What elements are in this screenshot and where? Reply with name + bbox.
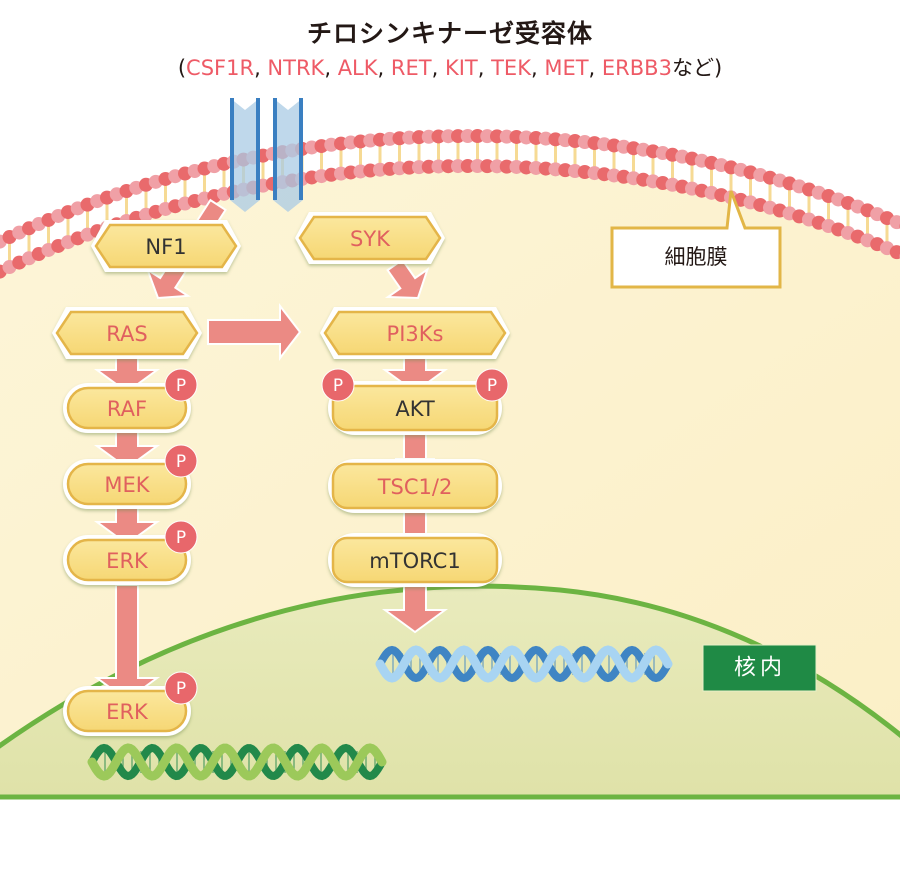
signaling-pathway-diagram: チロシンキナーゼ受容体 (CSF1R, NTRK, ALK, RET, KIT,… (0, 0, 900, 797)
gene-erbb3: ERBB3 (602, 56, 672, 80)
nucleus-label: 核内 (734, 656, 786, 681)
gene-separator: , (254, 56, 267, 80)
receptor-subunit-left (230, 98, 260, 212)
gene-separator: , (432, 56, 445, 80)
phospho-label: P (487, 376, 497, 396)
node-label: ERK (106, 700, 149, 724)
node-syk: SYK (295, 212, 445, 264)
node-label: NF1 (145, 235, 186, 259)
node-mtorc1: mTORC1 (328, 533, 502, 587)
gene-separator: , (378, 56, 391, 80)
node-pi3ks: PI3Ks (320, 307, 510, 359)
gene-ret: RET (391, 56, 432, 80)
phospho-badge: P (165, 445, 197, 477)
phospho-label: P (176, 679, 186, 699)
gene-list: CSF1R, NTRK, ALK, RET, KIT, TEK, MET, ER… (186, 56, 672, 80)
receptor-examples: (CSF1R, NTRK, ALK, RET, KIT, TEK, MET, E… (0, 52, 900, 82)
gene-ntrk: NTRK (267, 56, 324, 80)
node-label: SYK (350, 227, 391, 251)
membrane-label: 細胞膜 (665, 245, 728, 269)
phospho-label: P (176, 452, 186, 472)
phospho-badge: P (165, 672, 197, 704)
gene-tek: TEK (491, 56, 531, 80)
phospho-badge: P (165, 521, 197, 553)
gene-csf1r: CSF1R (186, 56, 254, 80)
receptor-subunit-right (273, 98, 303, 212)
gene-met: MET (544, 56, 588, 80)
node-label: TSC1/2 (377, 475, 453, 499)
phospho-badge: P (165, 369, 197, 401)
phospho-label: P (176, 376, 186, 396)
paren-open: ( (178, 56, 186, 80)
node-label: ERK (106, 549, 149, 573)
gene-separator: , (324, 56, 337, 80)
nucleus-tag: 核内 (703, 645, 816, 691)
gene-separator: , (531, 56, 544, 80)
gene-kit: KIT (445, 56, 478, 80)
node-nf1: NF1 (91, 220, 241, 272)
node-label: AKT (395, 397, 435, 421)
phospho-badge: P (322, 369, 354, 401)
node-label: PI3Ks (387, 322, 444, 346)
phospho-badge: P (476, 369, 508, 401)
node-label: MEK (104, 473, 150, 497)
subtitle-suffix: など (672, 56, 714, 80)
arrow-shaft (404, 432, 426, 462)
node-label: RAF (107, 397, 147, 421)
node-label: mTORC1 (369, 549, 460, 573)
gene-separator: , (478, 56, 491, 80)
gene-separator: , (589, 56, 602, 80)
diagram-title: チロシンキナーゼ受容体 (0, 14, 900, 50)
gene-alk: ALK (338, 56, 378, 80)
phospho-label: P (333, 376, 343, 396)
node-label: RAS (106, 322, 147, 346)
phospho-label: P (176, 528, 186, 548)
node-tsc12: TSC1/2 (328, 459, 502, 513)
paren-close: ) (714, 56, 722, 80)
node-ras: RAS (52, 307, 202, 359)
